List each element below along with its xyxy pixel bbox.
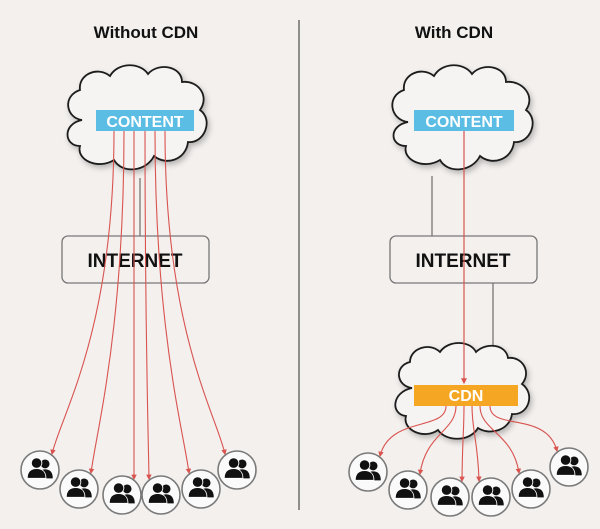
flow-line	[459, 405, 465, 483]
user-group-node	[102, 475, 142, 515]
cdn-box	[414, 385, 518, 406]
flow-line	[50, 130, 115, 456]
panel-title-without-cdn: Without CDN	[94, 23, 199, 42]
flow-line	[417, 405, 457, 476]
flow-line	[479, 405, 522, 475]
internet-label: INTERNET	[416, 251, 511, 272]
flow-lines-without-cdn	[50, 130, 227, 481]
origin-content-label: CONTENT	[106, 114, 184, 131]
user-group-node	[141, 475, 181, 515]
flow-line	[144, 130, 152, 481]
user-group-node	[511, 469, 551, 509]
flow-line	[88, 130, 125, 475]
users-with-cdn	[348, 447, 589, 517]
user-group-node	[59, 469, 99, 509]
flow-lines-with-cdn	[378, 405, 559, 483]
user-group-node	[348, 452, 388, 492]
panel-without-cdn: CONTENT INTERNET	[20, 64, 257, 515]
user-group-node	[471, 477, 511, 517]
user-group-node	[430, 477, 470, 517]
internet-box	[61, 235, 210, 284]
flow-line	[154, 130, 192, 475]
flow-line	[378, 405, 447, 458]
internet-label: INTERNET	[88, 251, 183, 272]
flow-line	[471, 405, 482, 483]
user-group-node	[388, 470, 428, 510]
origin-content-box	[414, 110, 514, 131]
user-group-node	[181, 469, 221, 509]
cdn-label: CDN	[449, 388, 484, 405]
users-without-cdn	[20, 450, 257, 515]
panel-with-cdn: CONTENT INTERNET CDN	[348, 64, 589, 517]
origin-content-label: CONTENT	[425, 114, 503, 131]
user-group-node	[549, 447, 589, 487]
panel-title-with-cdn: With CDN	[415, 23, 493, 42]
user-group-node	[20, 450, 60, 490]
origin-content-box	[96, 110, 194, 131]
flow-line	[164, 130, 227, 456]
flow-line	[489, 405, 559, 453]
user-group-node	[217, 450, 257, 490]
